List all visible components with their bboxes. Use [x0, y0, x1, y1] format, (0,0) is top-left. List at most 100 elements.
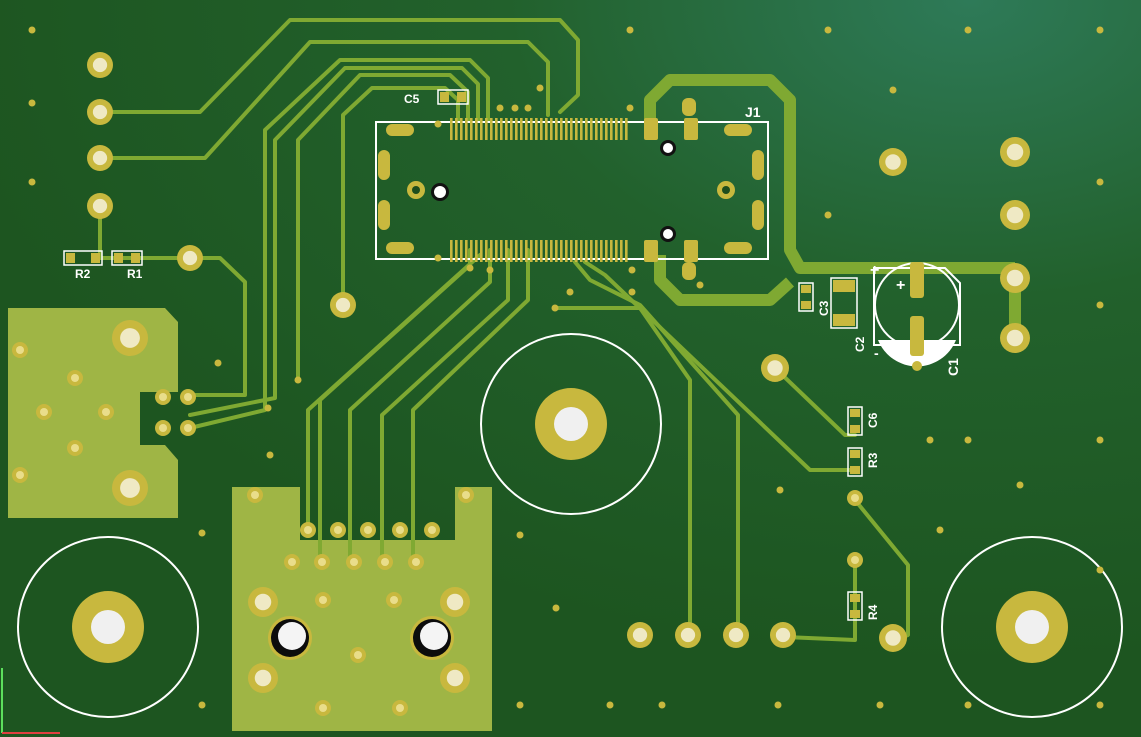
j1-pin — [560, 118, 563, 140]
j1-pin — [510, 118, 513, 140]
j1-pin — [500, 240, 503, 262]
pin-drill — [184, 424, 192, 432]
pin-drill — [428, 526, 436, 534]
via — [536, 84, 544, 92]
c5-label: C5 — [404, 92, 420, 106]
r3-pad — [850, 466, 860, 474]
via — [28, 26, 36, 34]
mount-ring-center — [480, 333, 662, 515]
via — [774, 701, 782, 709]
j1-mount-drill — [722, 186, 730, 194]
j1-pin — [485, 240, 488, 262]
j1-pin — [550, 118, 553, 140]
via — [1096, 301, 1104, 309]
j1-pin — [515, 118, 518, 140]
th-drill — [92, 57, 108, 73]
via — [1096, 566, 1104, 574]
j1-slot-pad — [752, 200, 764, 230]
r2-label: R2 — [75, 267, 91, 281]
c1-pad-plus — [910, 262, 924, 298]
th-drill — [335, 297, 351, 313]
c3-label: C3 — [817, 300, 831, 316]
j1-slot-pad — [724, 124, 752, 136]
c3-pad — [801, 285, 811, 293]
power-trace-top — [644, 74, 1015, 274]
via — [628, 288, 636, 296]
j1-pin — [595, 240, 598, 262]
j1-pin — [620, 118, 623, 140]
via — [1096, 178, 1104, 186]
j1-bottom-pins — [450, 240, 628, 262]
pin-drill — [288, 558, 296, 566]
r1-label: R1 — [127, 267, 143, 281]
j1-pin — [540, 118, 543, 140]
trace-r-to-conn — [188, 256, 247, 397]
vias — [28, 26, 1104, 709]
j1-pin — [495, 240, 498, 262]
r3-pad — [850, 450, 860, 458]
pin-drill — [159, 393, 167, 401]
connector-shield-hole — [278, 622, 306, 650]
j1-pin — [610, 118, 613, 140]
via — [964, 436, 972, 444]
r1-pad — [114, 253, 123, 263]
j1-pin — [585, 118, 588, 140]
j1-power-pad — [684, 240, 698, 262]
via — [266, 451, 274, 459]
j1-pin — [465, 240, 468, 262]
c1-plus-inner: + — [896, 277, 905, 294]
c6-label: C6 — [866, 412, 880, 428]
j1-pin — [575, 240, 578, 262]
j1-pin — [600, 240, 603, 262]
pin-drill — [390, 596, 398, 604]
trace-l — [583, 260, 852, 472]
via — [1016, 481, 1024, 489]
j1-top-pins — [450, 118, 628, 140]
r2-pad — [91, 253, 100, 263]
via — [964, 701, 972, 709]
j1-pin — [560, 240, 563, 262]
j1-pin — [550, 240, 553, 262]
power-trace-bottom — [654, 255, 795, 306]
th-drill — [885, 630, 901, 646]
c1-outline — [873, 267, 961, 346]
via — [1096, 436, 1104, 444]
j1-pin — [585, 240, 588, 262]
j1-pin — [625, 118, 628, 140]
via — [824, 211, 832, 219]
j1-pin — [610, 240, 613, 262]
th-drill — [120, 478, 140, 498]
j1-pin — [475, 240, 478, 262]
via — [511, 104, 519, 112]
j1-pin — [510, 240, 513, 262]
via — [214, 359, 222, 367]
j1-slot-pad — [378, 150, 390, 180]
pin-drill — [319, 596, 327, 604]
r2-outline — [63, 250, 103, 266]
th-drill — [632, 627, 648, 643]
mounting-holes — [17, 333, 1123, 718]
mount-drill-right — [1015, 610, 1049, 644]
j1-power-pad — [684, 118, 698, 140]
pin-drill — [396, 704, 404, 712]
j1-pin — [455, 240, 458, 262]
j1-pin — [480, 240, 483, 262]
j1-pin — [545, 118, 548, 140]
via — [486, 266, 494, 274]
trace-top-2 — [98, 40, 550, 160]
origin-marker — [1, 668, 60, 734]
via — [198, 701, 206, 709]
bottom-connector-holes — [268, 616, 454, 660]
c3-pad — [801, 301, 811, 309]
via — [1096, 26, 1104, 34]
j1-pin — [465, 118, 468, 140]
j1-pin — [555, 240, 558, 262]
th-drill — [1006, 143, 1024, 161]
c1-plus-outer: + — [870, 262, 879, 279]
r1-pad — [131, 253, 140, 263]
c1-pad-minus — [910, 316, 924, 356]
via — [516, 701, 524, 709]
th-drill — [446, 593, 464, 611]
j1-pin — [615, 118, 618, 140]
j1-hole — [663, 143, 673, 153]
